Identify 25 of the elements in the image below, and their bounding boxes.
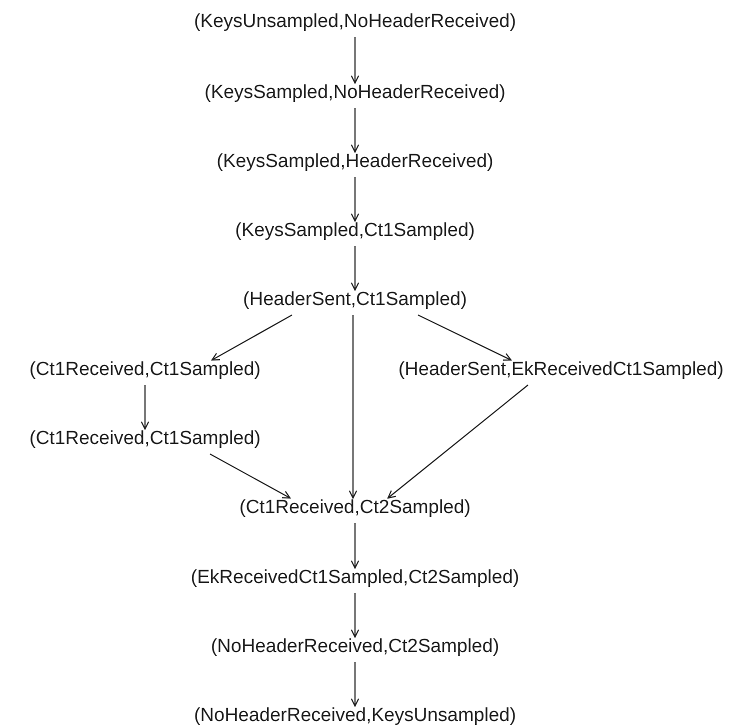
arrow (350, 37, 360, 84)
state-label: (Ct1Received,Ct1Sampled) (29, 428, 261, 450)
arrow (211, 314, 292, 361)
state-label: (KeysSampled,HeaderReceived) (216, 151, 494, 173)
state-label: (KeysSampled,NoHeaderReceived) (204, 82, 506, 104)
state-label: (Ct1Received,Ct2Sampled) (239, 497, 471, 519)
state-label: (NoHeaderReceived,KeysUnsampled) (194, 705, 516, 727)
arrow (140, 385, 150, 430)
state-label: (EkReceivedCt1Sampled,Ct2Sampled) (190, 567, 520, 589)
arrow (348, 315, 358, 499)
arrow (350, 523, 360, 569)
arrow (350, 662, 360, 707)
arrow (350, 177, 360, 222)
state-label: (HeaderSent,EkReceivedCt1Sampled) (398, 359, 724, 381)
arrow (210, 453, 291, 499)
arrow (350, 246, 360, 291)
state-label: (KeysUnsampled,NoHeaderReceived) (194, 11, 516, 33)
state-label: (Ct1Received,Ct1Sampled) (29, 359, 261, 381)
arrow (387, 384, 528, 499)
arrow (418, 314, 512, 361)
arrow (350, 593, 360, 638)
state-label: (KeysSampled,Ct1Sampled) (235, 220, 475, 242)
state-label: (HeaderSent,Ct1Sampled) (243, 289, 467, 311)
arrow (350, 108, 360, 153)
state-label: (NoHeaderReceived,Ct2Sampled) (210, 636, 500, 658)
